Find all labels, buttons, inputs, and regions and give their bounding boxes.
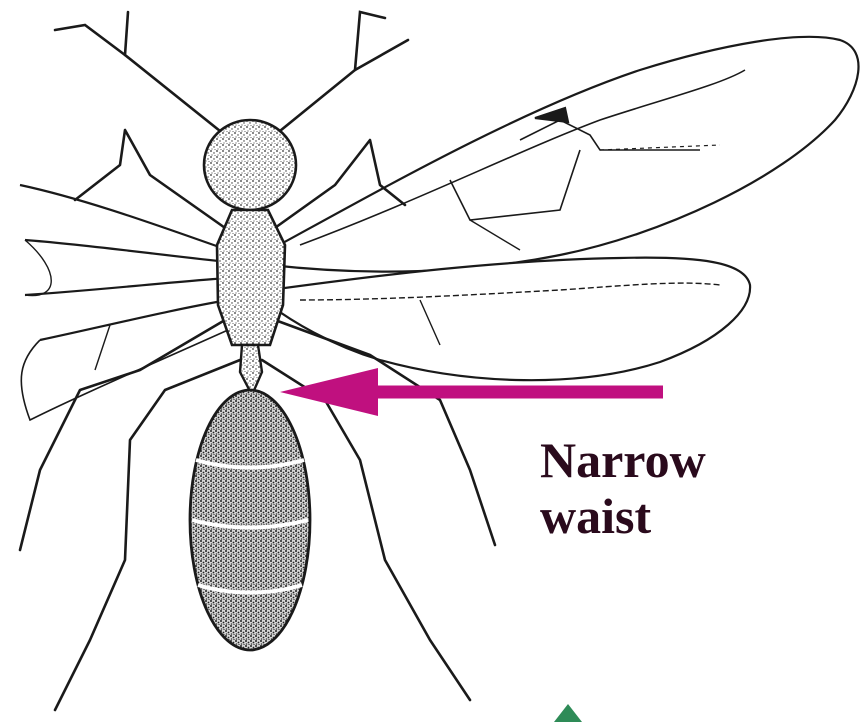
left-wings — [20, 185, 228, 420]
ant-head — [204, 120, 296, 210]
corner-marker — [554, 704, 582, 722]
ant-petiole — [240, 345, 262, 395]
narrow-waist-label: Narrow waist — [540, 432, 706, 544]
antennae — [55, 12, 408, 135]
label-line-2: waist — [540, 488, 706, 544]
ant-abdomen — [190, 390, 310, 650]
right-hindwing — [270, 258, 750, 381]
ant-thorax — [217, 210, 285, 345]
label-line-1: Narrow — [540, 432, 706, 488]
